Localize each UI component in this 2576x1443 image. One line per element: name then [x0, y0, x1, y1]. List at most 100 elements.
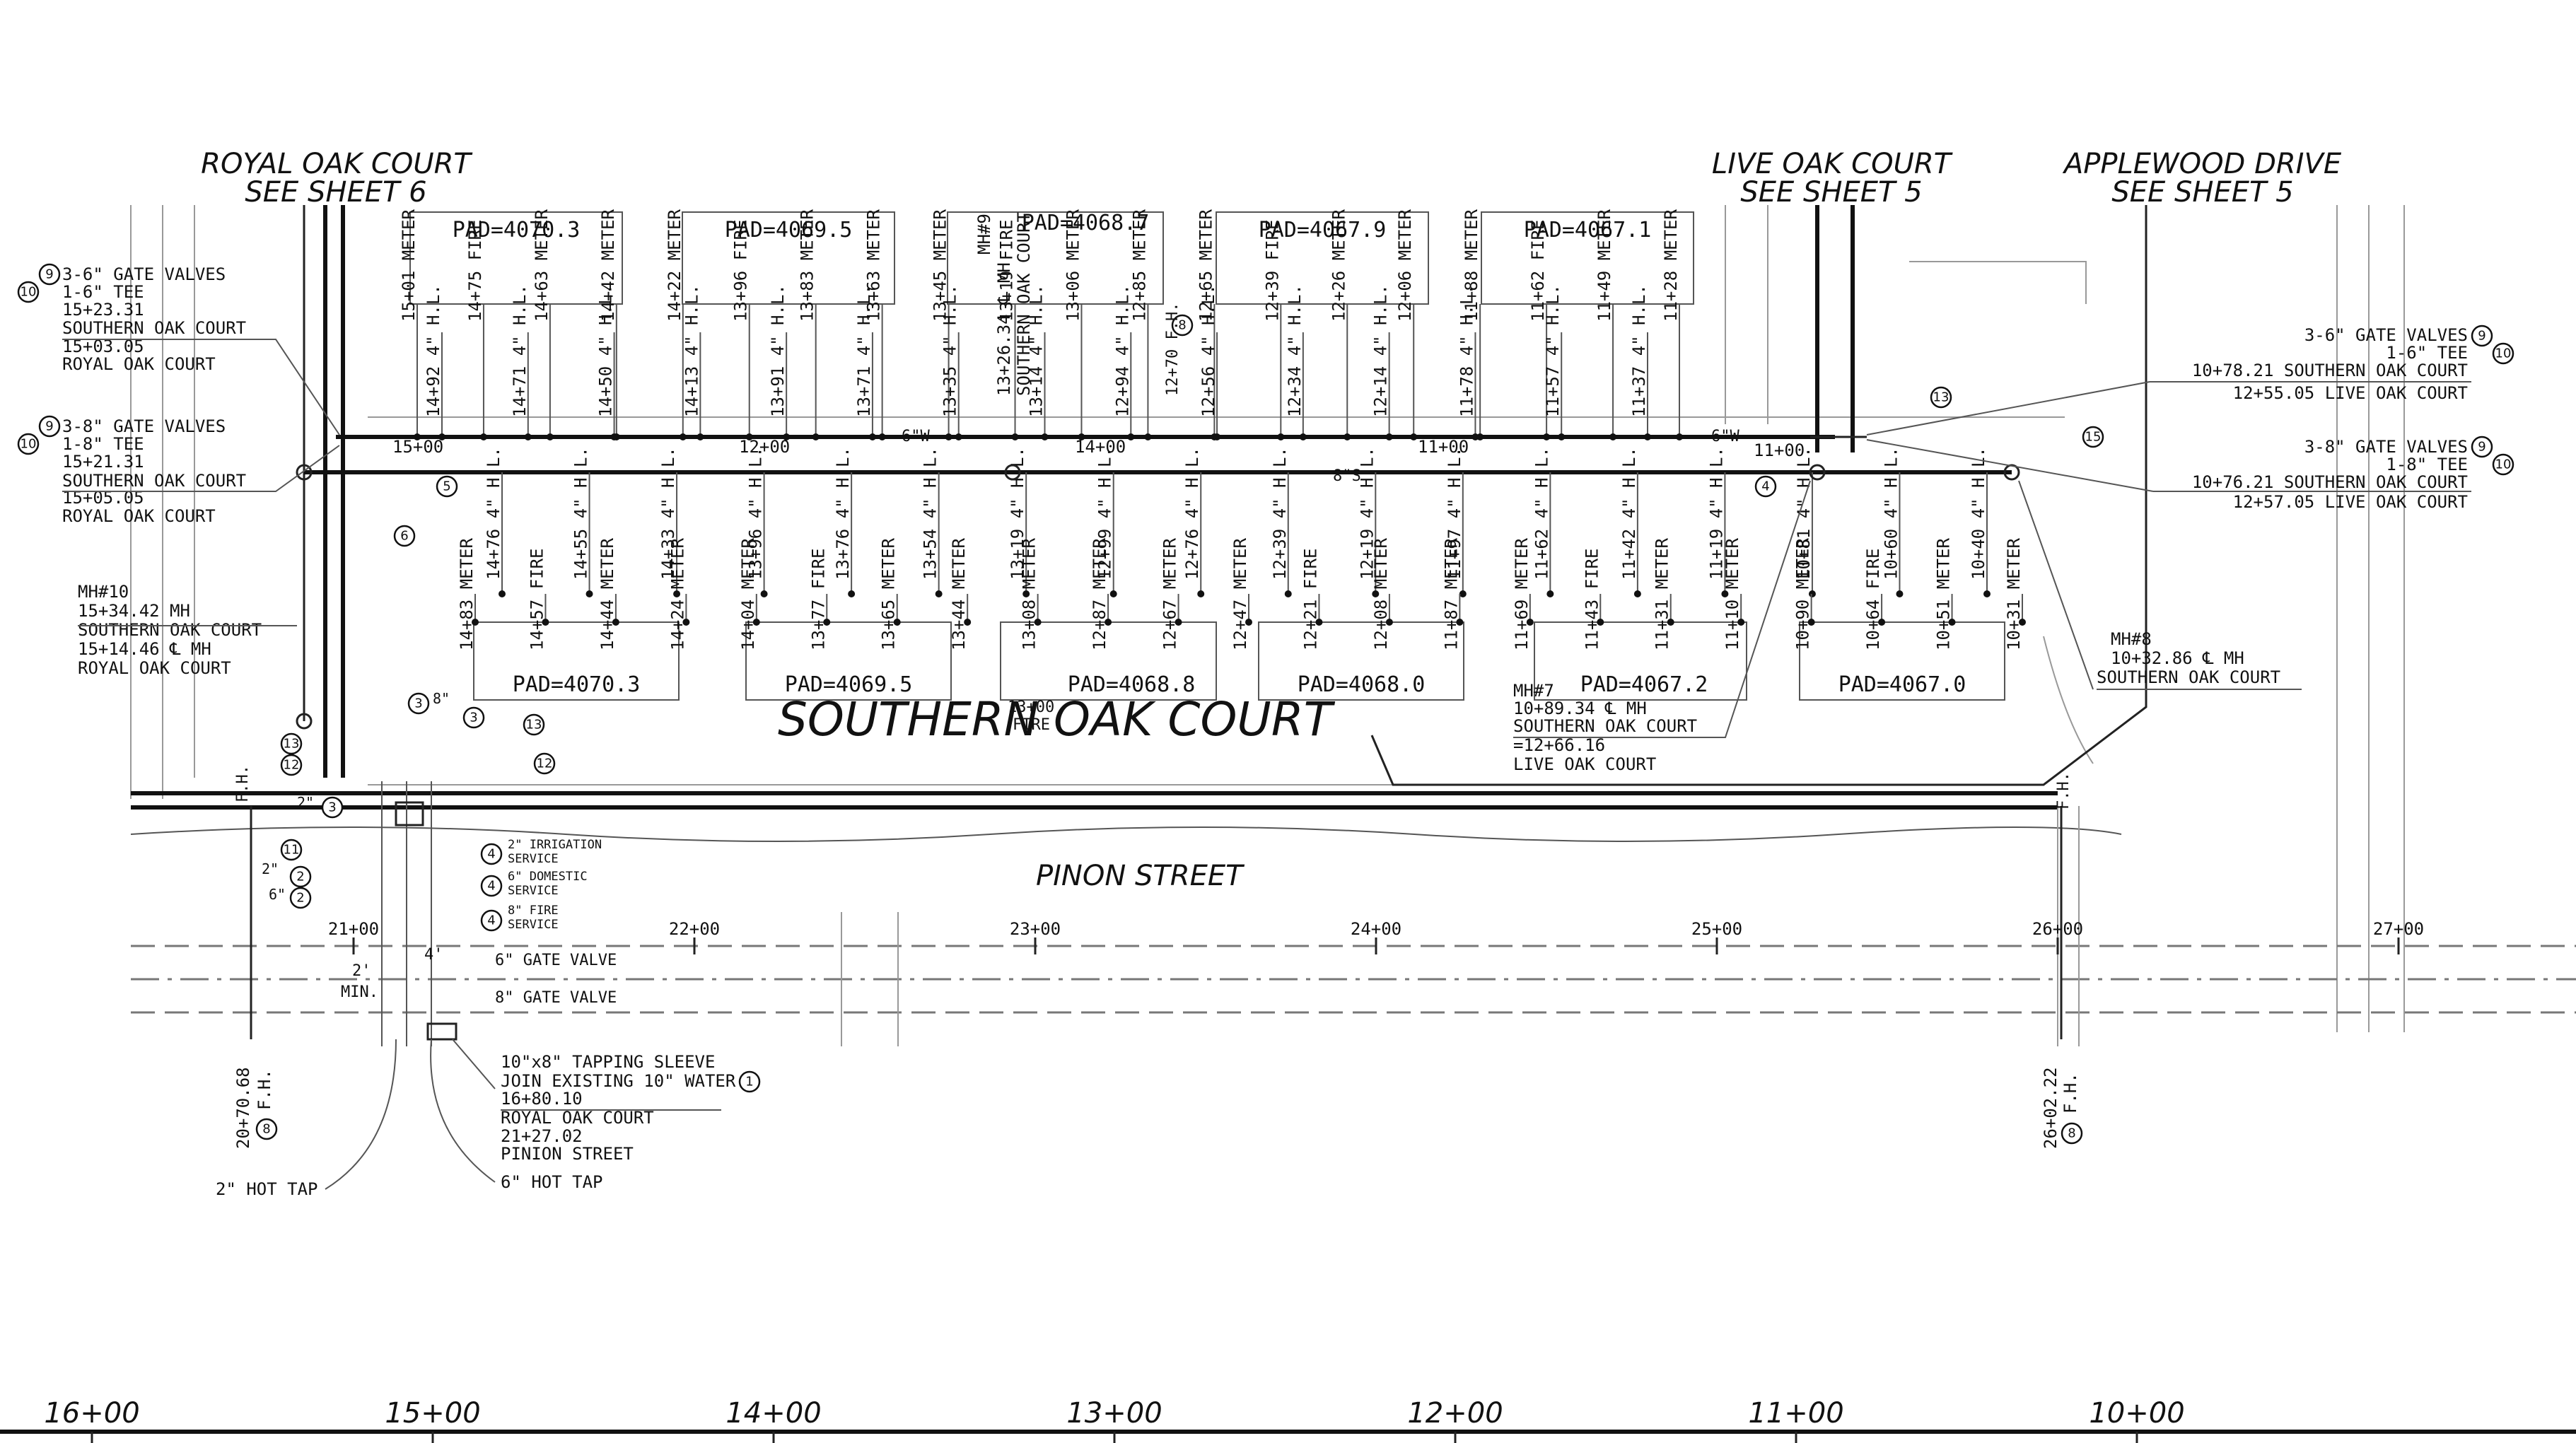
south-hl-tap-6 — [1022, 590, 1030, 597]
south-service-tap-8 — [1034, 619, 1042, 626]
north-service-tap-4 — [679, 433, 687, 440]
profile-station-6: 10+00 — [2089, 1397, 2184, 1430]
svg-text:10: 10 — [21, 437, 37, 452]
south-pad-label-6: PAD=4067.0 — [1838, 672, 1966, 697]
north-service-tap-6 — [812, 433, 820, 440]
svg-text:4: 4 — [487, 847, 495, 862]
south-service-tap-20 — [1878, 619, 1886, 626]
south-hl-label-16: 10+60 4" H.L. — [1881, 447, 1901, 580]
south-service-tap-1 — [542, 619, 549, 626]
separation-min: MIN. — [341, 983, 378, 1001]
svg-text:10: 10 — [2495, 346, 2512, 361]
north-hl-label-14: 11+37 4" H.L. — [1629, 284, 1649, 417]
east-top-station: 10+78.21 SOUTHERN OAK COURT — [2192, 361, 2468, 380]
north-service-label-4: 14+22 METER — [665, 209, 684, 322]
pinon-station-2: 23+00 — [1010, 919, 1061, 939]
mh9-street: SOUTHERN OAK COURT — [1014, 212, 1034, 396]
north-pad-4 — [1216, 211, 1429, 305]
mh10-id: MH#10 — [78, 582, 129, 602]
north-hl-label-7: 13+14 4" H.L. — [1027, 284, 1047, 417]
line-size-2in: 2" — [297, 794, 314, 811]
join-existing-label: JOIN EXISTING 10" WATER — [501, 1071, 736, 1091]
svg-text:12: 12 — [284, 758, 300, 773]
west-mid-gate-valves: 3-8" GATE VALVES — [62, 416, 226, 436]
north-service-label-5: 13+96 FIRE — [731, 220, 751, 322]
southern-oak-water-main — [304, 435, 2012, 474]
south-pad-label-3: PAD=4068.8 — [1068, 672, 1196, 697]
south-services-hose-line: 14+76 4" H.L.14+55 4" H.L.14+33 4" H.L.1… — [484, 447, 1991, 597]
tapping-sleeve-label: 10"x8" TAPPING SLEEVE — [501, 1052, 715, 1072]
pinon-street-lines — [130, 791, 2576, 1046]
mh8-id: MH#8 — [2111, 629, 2152, 649]
line-size-8in: 8" — [433, 690, 450, 707]
profile-station-5: 11+00 — [1748, 1397, 1843, 1430]
southern-oak-street-label: SOUTHERN OAK COURT — [778, 692, 1336, 747]
mh8-label: MH#8 10+32.86 ℄ MH SOUTHERN OAK COURT — [2018, 480, 2302, 690]
south-service-label-6: 13+65 METER — [879, 538, 899, 650]
south-hl-tap-15 — [1808, 590, 1816, 597]
north-service-label-19: 11+28 METER — [1661, 209, 1681, 322]
southern-oak-stations: 15+00 12+00 14+00 11+00 15+00 11+00 6"W … — [392, 428, 1805, 485]
north-service-label-13: 12+39 FIRE — [1262, 220, 1282, 322]
east-valve-tee-callouts: 3-6" GATE VALVES 1-6" TEE 9 10 10+78.21 … — [1866, 325, 2514, 512]
svg-text:4: 4 — [487, 879, 495, 894]
south-pad-label-2: PAD=4069.5 — [785, 672, 913, 697]
south-service-label-11: 12+47 METER — [1230, 538, 1250, 650]
pinon-station-4: 25+00 — [1691, 919, 1742, 939]
south-service-tap-12 — [1315, 619, 1323, 626]
tapping-sleeve-note: 10"x8" TAPPING SLEEVE JOIN EXISTING 10" … — [216, 1039, 761, 1199]
misc-callouts: 5 6 4 15 13 8 13 12 3 3 13 12 3 11 2 2 4… — [280, 314, 2104, 932]
north-hl-label-2: 14+50 4" H.L. — [596, 284, 616, 417]
north-service-tap-5 — [745, 433, 753, 440]
north-service-label-7: 13+63 METER — [864, 209, 884, 322]
water-line-6w-east: 6"W — [1711, 428, 1739, 445]
south-pad-label-4: PAD=4068.0 — [1298, 672, 1426, 697]
north-service-tap-2 — [546, 433, 554, 440]
north-service-label-9: 13+19 FIRE — [997, 220, 1017, 322]
mh7-symbol — [1809, 464, 1826, 481]
water-line-6w: 6"W — [902, 428, 930, 445]
south-service-label-14: 11+87 METER — [1441, 538, 1461, 650]
east-mid-station-2: 12+57.05 LIVE OAK COURT — [2233, 492, 2468, 512]
gate-valve-6-label: 6" GATE VALVE — [495, 952, 617, 969]
station-11-00: 11+00 — [1754, 440, 1805, 460]
gate-valve-8-label: 8" GATE VALVE — [495, 989, 617, 1007]
north-hl-tap-0 — [438, 433, 445, 440]
north-service-tap-1 — [479, 433, 487, 440]
south-pad-2 — [745, 621, 952, 701]
royal-oak-sheet-ref: SEE SHEET 6 — [245, 176, 426, 209]
north-service-tap-0 — [414, 433, 421, 440]
svg-text:15: 15 — [2085, 430, 2102, 445]
east-mid-station: 10+76.21 SOUTHERN OAK COURT — [2192, 472, 2468, 492]
north-hl-tap-4 — [783, 433, 791, 440]
fire-service-size: 8" FIRE — [508, 904, 559, 918]
pinon-station-3: 24+00 — [1351, 919, 1401, 939]
mh9-id: MH#9 — [974, 214, 994, 255]
south-service-tap-17 — [1667, 619, 1674, 626]
svg-text:13: 13 — [284, 737, 300, 752]
sewer-line-8s: 8"S — [1333, 467, 1361, 485]
north-service-tap-18 — [1609, 433, 1617, 440]
tap-station-2: 21+27.02 — [501, 1126, 583, 1146]
svg-text:4: 4 — [1761, 479, 1769, 494]
tap-station-1: 16+80.10 — [501, 1089, 583, 1109]
profile-station-1: 15+00 — [385, 1397, 480, 1430]
north-pad-label-2: PAD=4069.5 — [725, 218, 853, 243]
north-service-label-17: 11+62 FIRE — [1528, 220, 1548, 322]
south-hl-tap-7 — [1109, 590, 1117, 597]
north-hl-label-3: 14+13 4" H.L. — [682, 284, 701, 417]
svg-text:9: 9 — [2478, 440, 2485, 455]
mh7-id: MH#7 — [1513, 681, 1554, 701]
north-pad-label-3: PAD=4068.7 — [1022, 211, 1150, 235]
svg-text:3: 3 — [328, 800, 336, 815]
south-hl-tap-9 — [1284, 590, 1292, 597]
south-service-label-1: 14+57 FIRE — [527, 549, 547, 651]
svg-text:6: 6 — [400, 529, 408, 544]
south-service-label-7: 13+44 METER — [949, 538, 969, 650]
south-service-tap-15 — [1526, 619, 1534, 626]
south-service-tap-9 — [1105, 619, 1112, 626]
south-service-label-16: 11+43 FIRE — [1582, 549, 1602, 651]
